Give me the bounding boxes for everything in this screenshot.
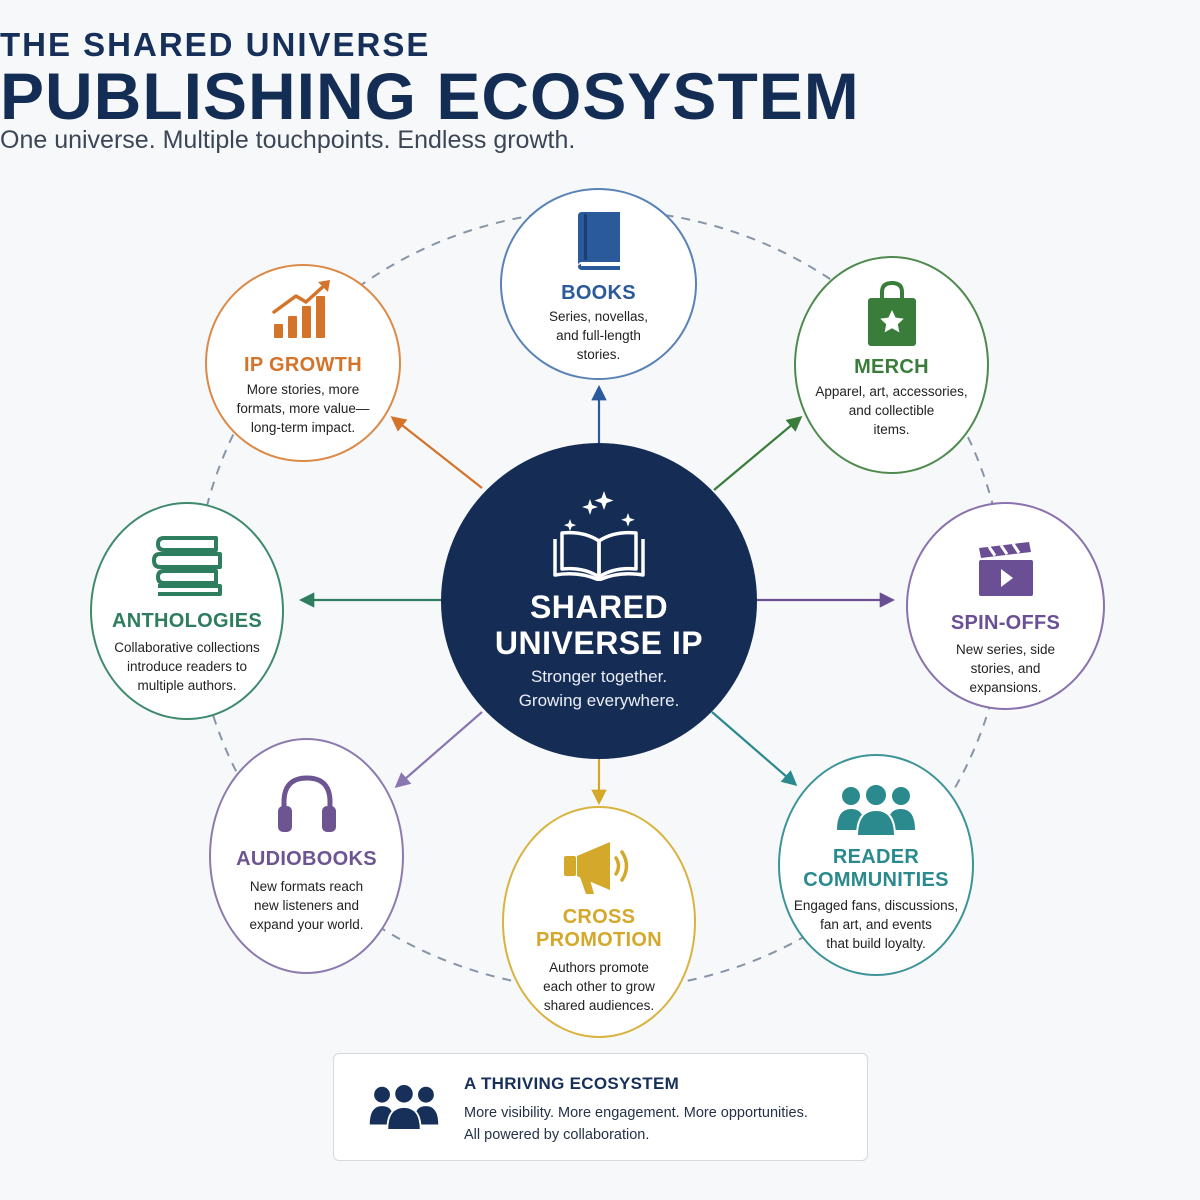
books-label: BOOKS	[561, 282, 636, 304]
ipgrowth-description: More stories, more formats, more value— …	[236, 382, 370, 435]
arrow-merch	[713, 416, 803, 491]
open-book-sparkles-icon	[553, 491, 645, 581]
audiobooks-label: AUDIOBOOKS	[236, 848, 377, 870]
arrow-audiobooks	[394, 711, 483, 789]
audiobooks-description: New formats reach new listeners and expa…	[249, 879, 364, 932]
node-ip-growth: IP GROWTH More stories, more formats, mo…	[205, 264, 401, 462]
megaphone-icon	[564, 842, 629, 894]
ipgrowth-label: IP GROWTH	[244, 354, 362, 376]
node-merch: MERCH Apparel, art, accessories, and col…	[794, 256, 989, 474]
footer-title: A THRIVING ECOSYSTEM	[464, 1074, 680, 1093]
anthologies-label: ANTHOLOGIES	[112, 610, 262, 632]
promotion-description: Authors promote each other to grow share…	[543, 960, 655, 1013]
node-spinoffs: SPIN-OFFS New series, side stories, and …	[906, 502, 1105, 710]
page-title: PUBLISHING ECOSYSTEM	[0, 59, 860, 133]
spinoffs-description: New series, side stories, and expansions…	[955, 642, 1056, 695]
book-icon	[577, 212, 620, 270]
communities-description: Engaged fans, discussions, fan art, and …	[793, 898, 959, 951]
footer-text: More visibility. More engagement. More o…	[464, 1105, 808, 1143]
communities-label: READER COMMUNITIES	[803, 846, 949, 891]
node-audiobooks: AUDIOBOOKS New formats reach new listene…	[209, 738, 404, 974]
people-group-icon	[837, 783, 915, 837]
node-anthologies: ANTHOLOGIES Collaborative collections in…	[90, 502, 284, 720]
footer-card: A THRIVING ECOSYSTEM More visibility. Mo…	[333, 1053, 868, 1161]
books-description: Series, novellas, and full-length storie…	[548, 309, 649, 362]
node-books: BOOKS Series, novellas, and full-length …	[500, 188, 697, 380]
node-cross-promotion: CROSS PROMOTION Authors promote each oth…	[502, 806, 696, 1038]
anthologies-description: Collaborative collections introduce read…	[114, 640, 260, 693]
header-kicker: THE SHARED UNIVERSE	[0, 26, 431, 63]
headphones-icon	[277, 775, 336, 832]
merch-description: Apparel, art, accessories, and collectib…	[815, 384, 968, 437]
arrow-ipgrowth	[390, 416, 483, 489]
growth-chart-icon	[272, 280, 330, 338]
book-stack-icon	[152, 536, 222, 596]
promotion-label: CROSS PROMOTION	[535, 906, 663, 951]
hub-subtitle: Stronger together. Growing everywhere.	[518, 667, 680, 710]
page-tagline: One universe. Multiple touchpoints. Endl…	[0, 126, 576, 154]
hub-title: SHARED UNIVERSE IP	[494, 589, 704, 661]
arrow-communities	[711, 711, 798, 787]
people-group-icon	[369, 1083, 439, 1131]
node-reader-communities: READER COMMUNITIES Engaged fans, discuss…	[778, 754, 974, 976]
spinoffs-label: SPIN-OFFS	[950, 612, 1061, 634]
hub-shared-universe-ip: SHARED UNIVERSE IP Stronger together. Gr…	[441, 443, 757, 759]
shopping-bag-star-icon	[867, 280, 916, 346]
clapperboard-icon	[978, 542, 1033, 596]
merch-label: MERCH	[854, 356, 929, 378]
